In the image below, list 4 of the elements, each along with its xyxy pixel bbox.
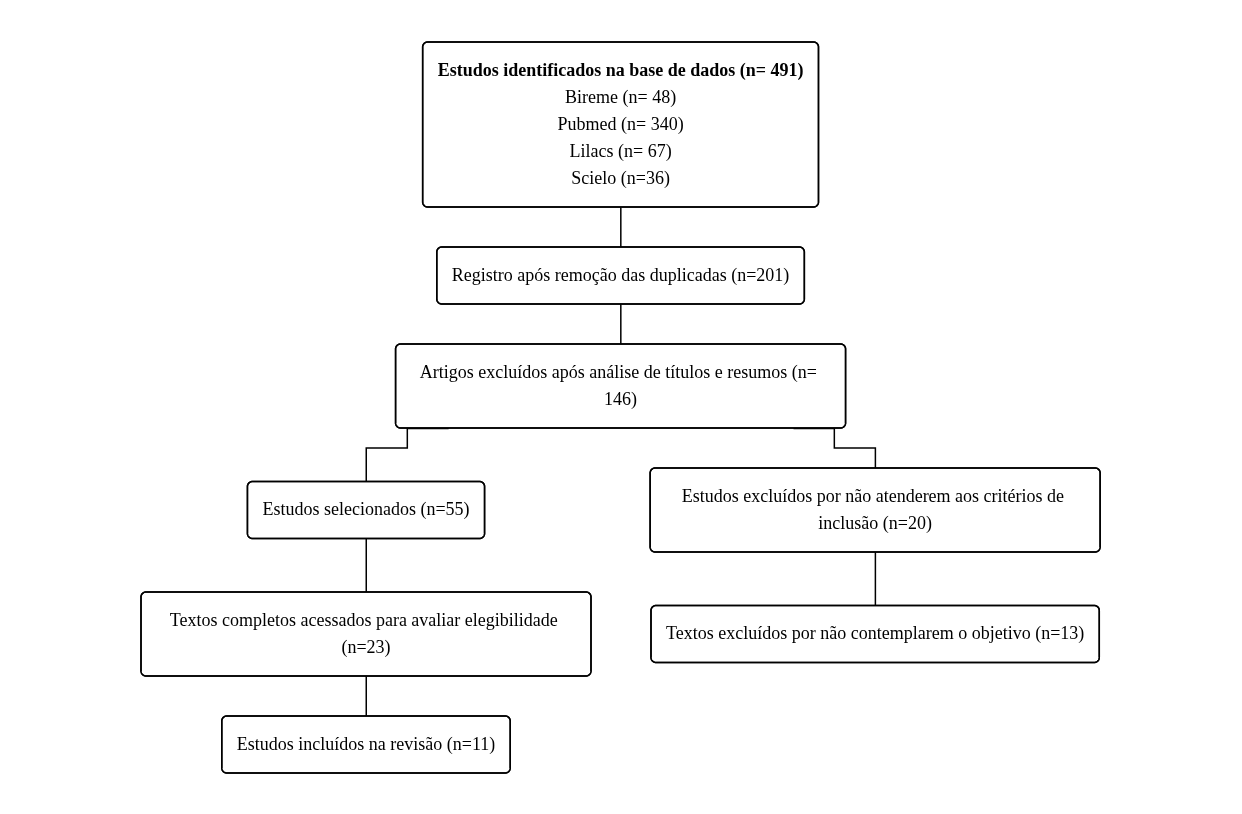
connector <box>365 537 368 593</box>
connector <box>620 206 623 248</box>
connector <box>365 675 368 717</box>
connector <box>620 303 623 345</box>
